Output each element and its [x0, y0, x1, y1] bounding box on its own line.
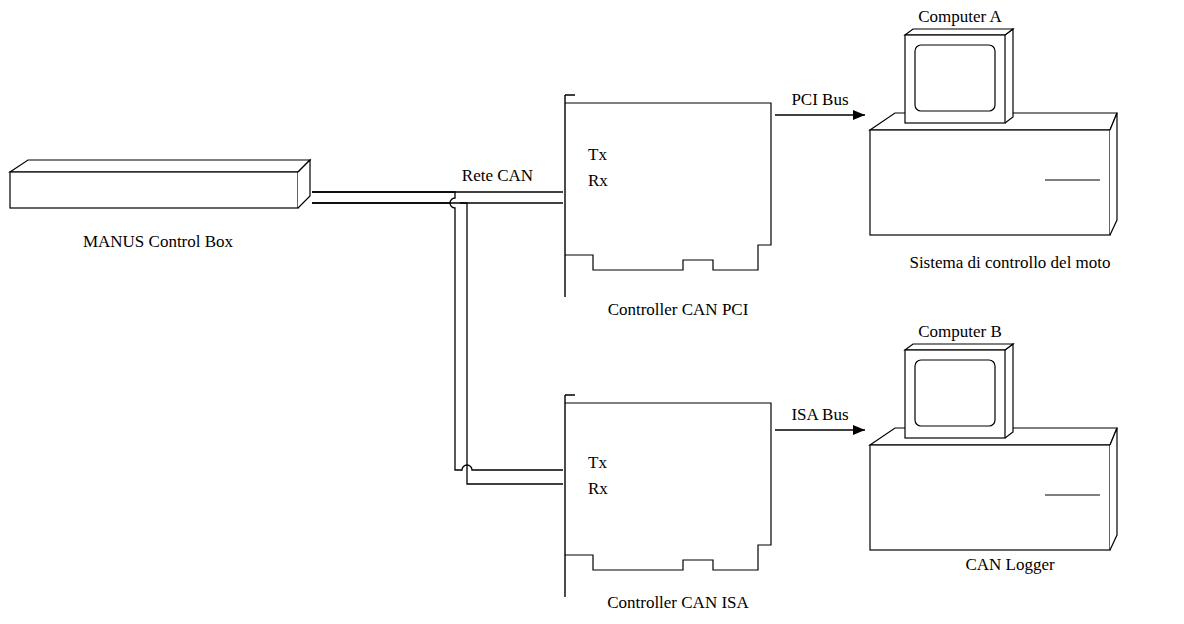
computer-role: CAN Logger [965, 555, 1054, 575]
can-cable [312, 192, 563, 203]
pin-label: Tx [588, 453, 607, 473]
computer-drawing [865, 320, 1125, 580]
computer: Computer A Sistema di controllo del moto [865, 5, 1125, 280]
can-controller-card: TxRxController CAN ISA [563, 395, 775, 617]
pin-label: Tx [588, 145, 607, 165]
connector-label: ISA Bus [789, 405, 850, 425]
computer-name: Computer B [918, 322, 1002, 342]
computer-role: Sistema di controllo del moto [909, 253, 1110, 273]
card-drawing [563, 395, 775, 617]
computer: Computer B CAN Logger [865, 320, 1125, 580]
bus-arrow [775, 115, 865, 116]
card-label: Controller CAN ISA [607, 593, 749, 613]
can-cable [312, 192, 563, 484]
box-label: MANUS Control Box [83, 232, 233, 252]
pin-label: Rx [588, 171, 608, 191]
control-box: MANUS Control Box [8, 158, 312, 258]
bus-arrow [775, 430, 865, 431]
connector-label: PCI Bus [789, 90, 850, 110]
connector-label: Rete CAN [460, 166, 535, 186]
pin-label: Rx [588, 479, 608, 499]
can-controller-card: TxRxController CAN PCI [563, 95, 775, 325]
card-label: Controller CAN PCI [608, 300, 749, 320]
card-drawing [563, 95, 775, 325]
computer-drawing [865, 5, 1125, 280]
computer-name: Computer A [918, 7, 1002, 27]
